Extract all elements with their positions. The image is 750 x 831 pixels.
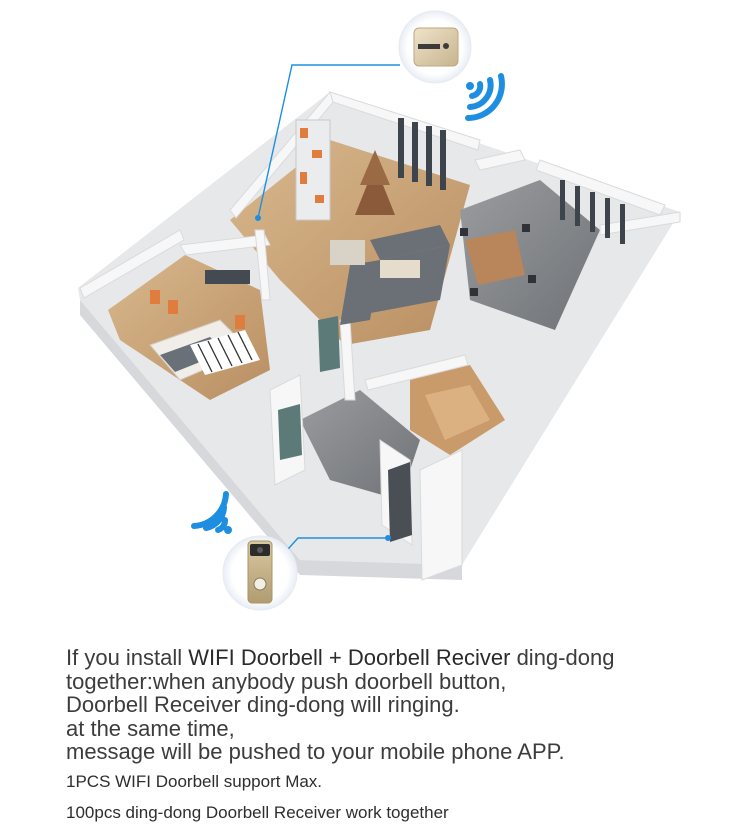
description-line-2: together:when anybody push doorbell butt… [66, 668, 507, 694]
wifi-doorbell-icon [222, 535, 298, 611]
product-combo: WIFI Doorbell + Doorbell Reciver [188, 645, 511, 670]
wifi-signal-icon [191, 491, 229, 533]
description-line-1: If you install WIFI Doorbell + Doorbell … [66, 646, 736, 670]
description-prefix: If you install [66, 645, 189, 670]
description-line-5: message will be pushed to your mobile ph… [66, 739, 565, 764]
doorbell-receiver-icon [398, 10, 472, 84]
feature-description: If you install WIFI Doorbell + Doorbell … [66, 646, 736, 764]
floor-plan [78, 91, 681, 581]
wifi-signal-icon [465, 73, 505, 121]
description-suffix: ding-dong [510, 645, 615, 670]
support-note-2: 100pcs ding-dong Doorbell Receiver work … [66, 803, 449, 822]
description-line-3: Doorbell Receiver ding-dong will ringing… [66, 692, 460, 717]
description-line-4: at the same time, [66, 715, 235, 741]
apartment-illustration [78, 10, 681, 611]
support-note-1: 1PCS WIFI Doorbell support Max. [66, 772, 323, 791]
